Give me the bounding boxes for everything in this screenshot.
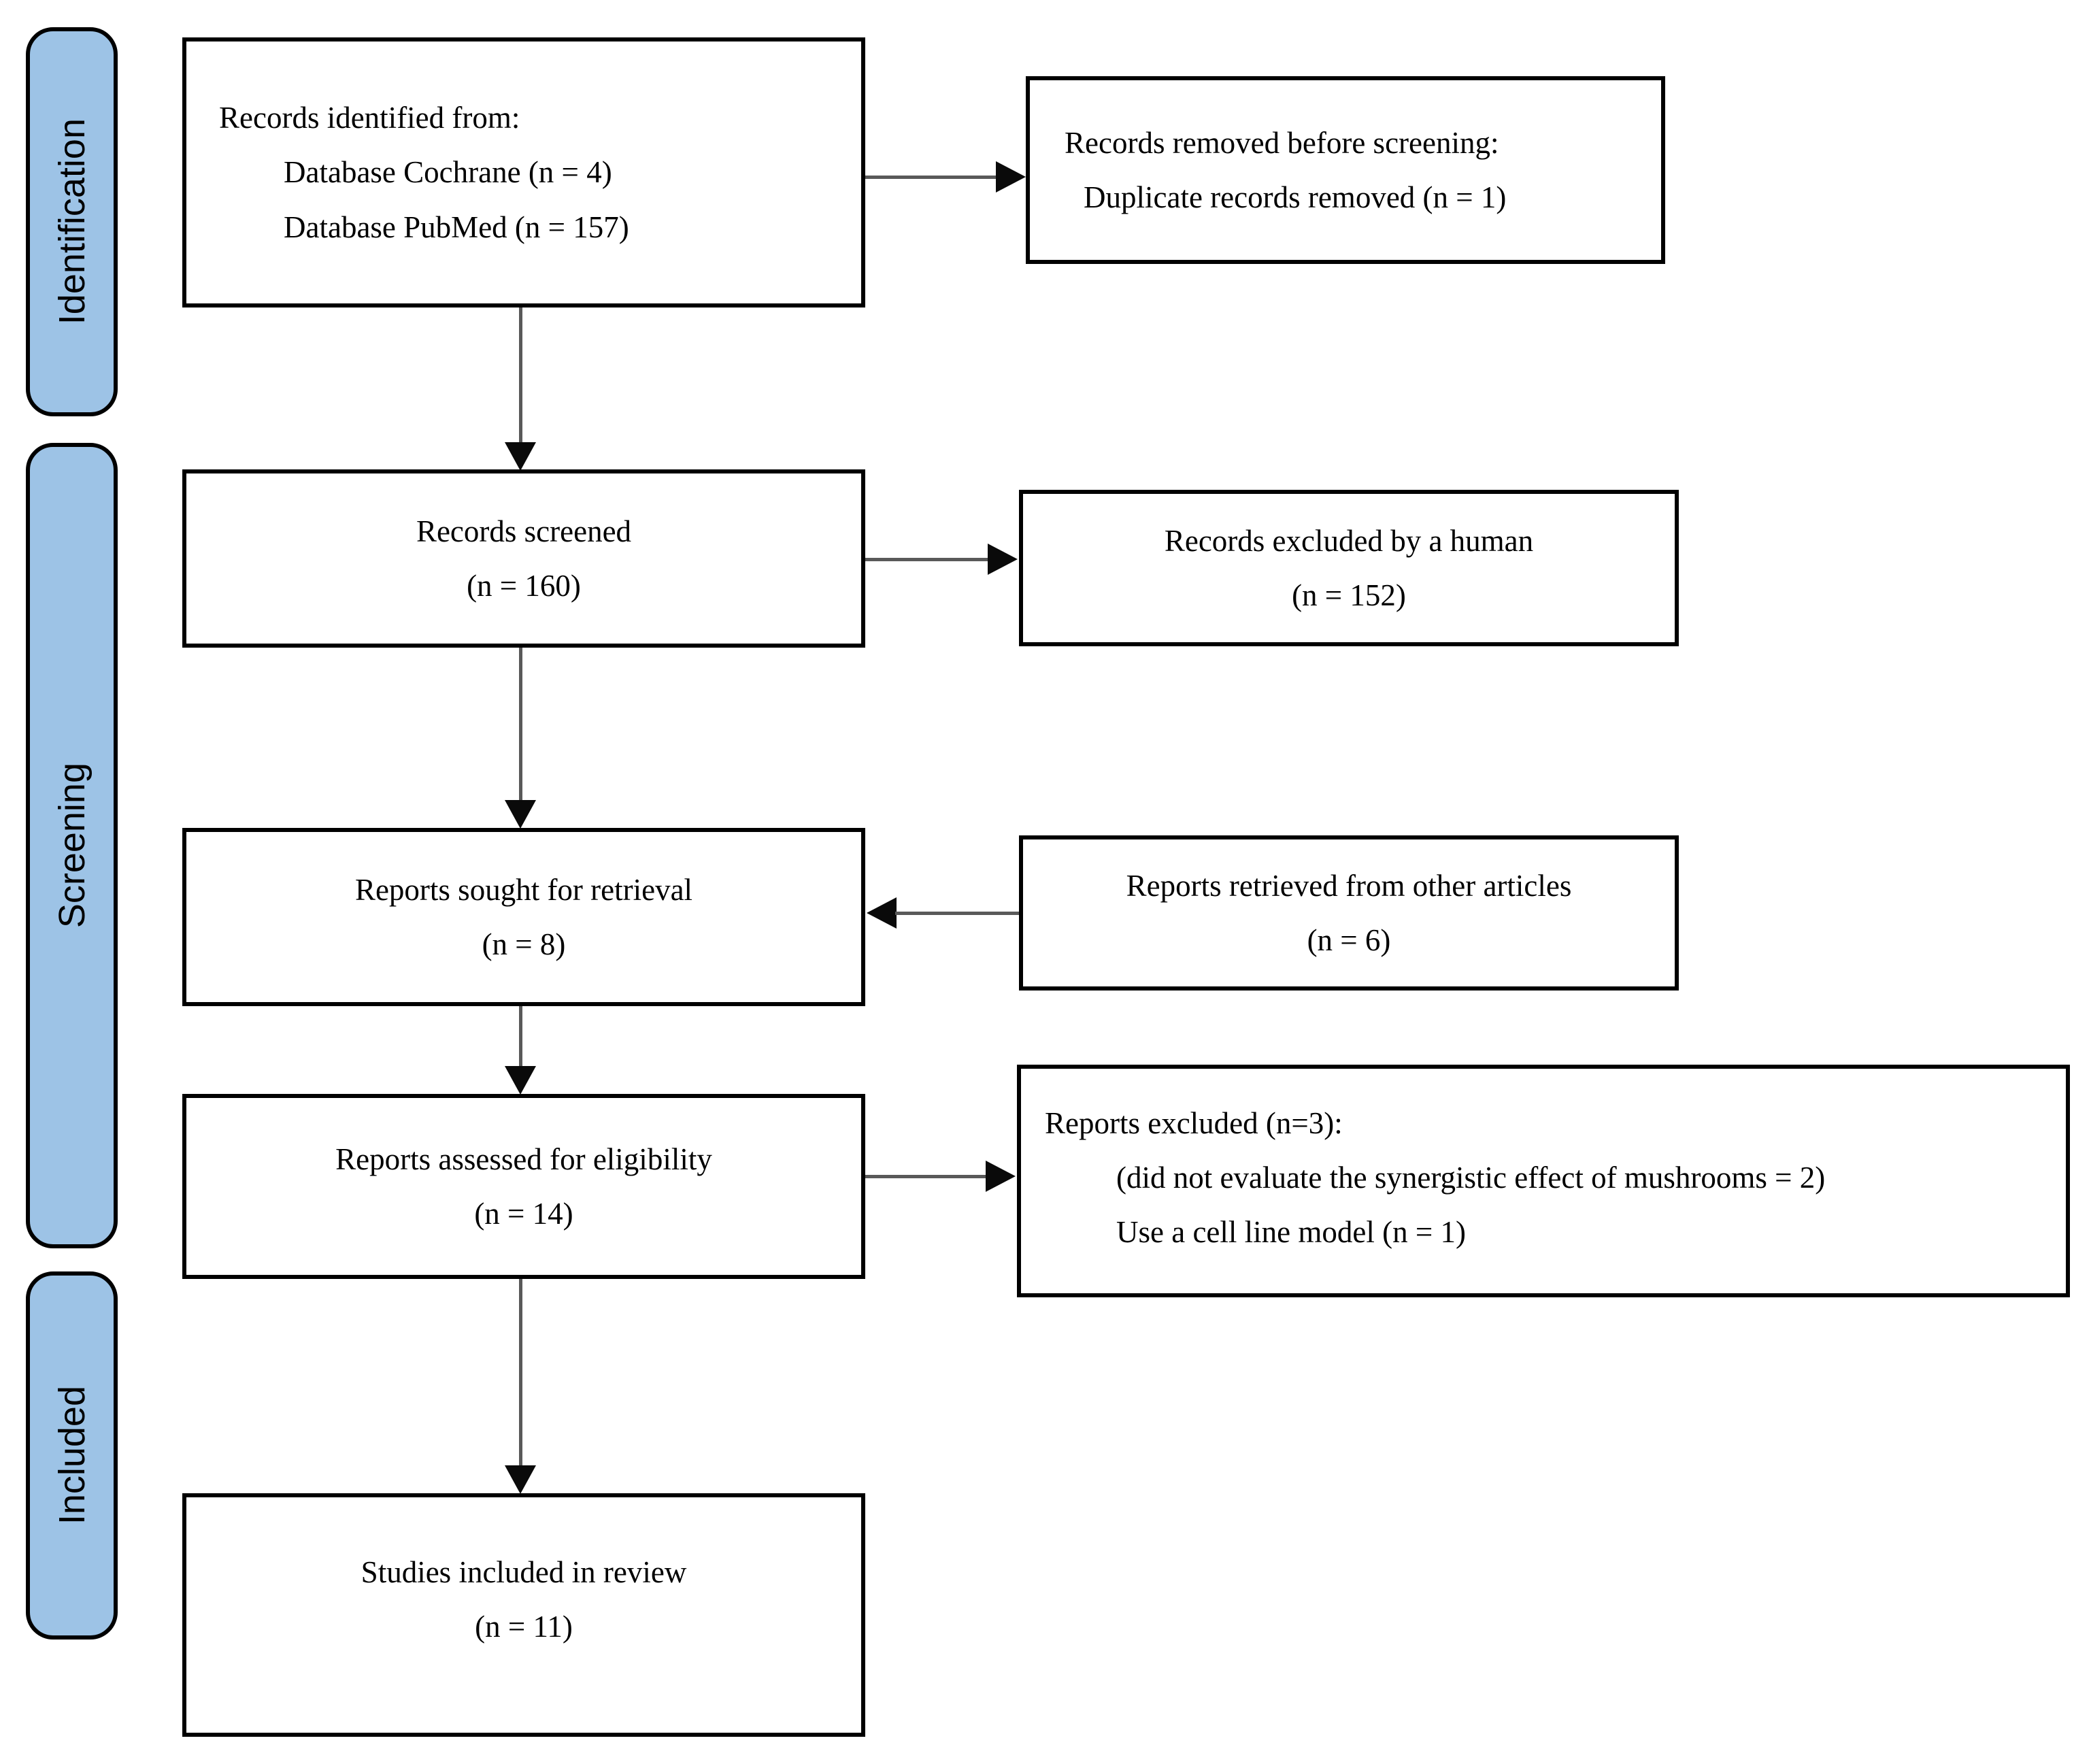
box-reports-retrieved: Reports retrieved from other articles (n… bbox=[1019, 835, 1679, 991]
box-reports-retrieved-line: Reports retrieved from other articles bbox=[1126, 868, 1572, 903]
box-reports-excluded-item: (did not evaluate the synergistic effect… bbox=[1116, 1161, 1826, 1195]
connector-identified-to-removed bbox=[865, 176, 999, 179]
box-reports-excluded: Reports excluded (n=3): (did not evaluat… bbox=[1017, 1065, 2070, 1297]
box-records-excluded: Records excluded by a human (n = 152) bbox=[1019, 490, 1679, 646]
connector-assessed-to-included bbox=[519, 1279, 522, 1467]
box-reports-sought: Reports sought for retrieval (n = 8) bbox=[182, 828, 865, 1006]
box-studies-included: Studies included in review (n = 11) bbox=[182, 1493, 865, 1737]
stage-screening: Screening bbox=[26, 443, 118, 1248]
stage-included: Included bbox=[26, 1271, 118, 1640]
connector-sought-to-assessed bbox=[519, 1006, 522, 1067]
connector-screened-to-excluded bbox=[865, 558, 990, 561]
box-records-screened-count: (n = 160) bbox=[467, 569, 581, 603]
box-studies-included-line: Studies included in review bbox=[361, 1555, 687, 1589]
box-records-removed-title: Records removed before screening: bbox=[1065, 125, 1499, 160]
box-records-removed-item: Duplicate records removed (n = 1) bbox=[1084, 180, 1507, 214]
arrowhead-right-icon bbox=[986, 1161, 1016, 1192]
box-reports-excluded-item: Use a cell line model (n = 1) bbox=[1116, 1215, 1466, 1250]
box-records-identified-item: Database PubMed (n = 157) bbox=[284, 210, 629, 244]
box-records-identified-title: Records identified from: bbox=[219, 101, 520, 135]
arrowhead-down-icon bbox=[505, 800, 536, 829]
box-records-identified-item: Database Cochrane (n = 4) bbox=[284, 155, 612, 190]
stage-identification-label: Identification bbox=[51, 118, 93, 325]
box-reports-assessed-line: Reports assessed for eligibility bbox=[335, 1142, 712, 1176]
box-reports-assessed-count: (n = 14) bbox=[474, 1197, 573, 1231]
box-records-identified: Records identified from: Database Cochra… bbox=[182, 37, 865, 307]
box-records-screened: Records screened (n = 160) bbox=[182, 469, 865, 648]
box-reports-sought-count: (n = 8) bbox=[482, 927, 566, 961]
arrowhead-down-icon bbox=[505, 1066, 536, 1095]
box-records-excluded-count: (n = 152) bbox=[1292, 578, 1406, 612]
arrowhead-left-icon bbox=[867, 897, 897, 929]
stage-identification: Identification bbox=[26, 27, 118, 416]
arrowhead-right-icon bbox=[988, 544, 1018, 575]
box-records-excluded-line: Records excluded by a human bbox=[1164, 523, 1534, 558]
arrowhead-down-icon bbox=[505, 442, 536, 471]
stage-included-label: Included bbox=[51, 1386, 93, 1525]
box-records-screened-line: Records screened bbox=[416, 514, 632, 548]
box-reports-excluded-title: Reports excluded (n=3): bbox=[1045, 1106, 1343, 1140]
arrowhead-right-icon bbox=[996, 161, 1026, 193]
stage-screening-label: Screening bbox=[51, 763, 93, 929]
connector-retrieved-to-sought bbox=[895, 912, 1019, 915]
box-studies-included-count: (n = 11) bbox=[475, 1610, 573, 1644]
box-reports-sought-line: Reports sought for retrieval bbox=[354, 872, 693, 907]
box-reports-assessed: Reports assessed for eligibility (n = 14… bbox=[182, 1094, 865, 1279]
box-records-removed: Records removed before screening: Duplic… bbox=[1026, 76, 1665, 264]
connector-screened-to-sought bbox=[519, 648, 522, 801]
connector-assessed-to-excluded bbox=[865, 1175, 988, 1178]
box-reports-retrieved-count: (n = 6) bbox=[1307, 923, 1391, 957]
connector-identified-to-screened bbox=[519, 307, 522, 444]
arrowhead-down-icon bbox=[505, 1465, 536, 1494]
